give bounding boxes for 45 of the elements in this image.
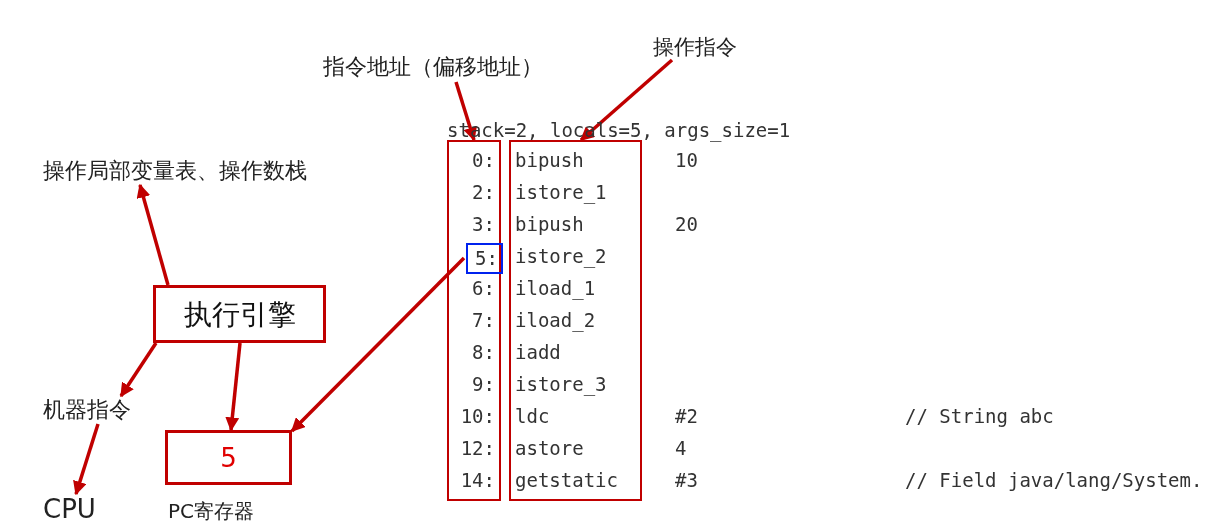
process-box: 执行引擎 — [153, 285, 326, 343]
caption-text: PC寄存器 — [168, 498, 255, 524]
opcode-text: getstatic — [515, 467, 618, 492]
register-box: 5 — [165, 430, 292, 485]
opcode-text: istore_1 — [515, 179, 607, 204]
offset-number: 0: — [472, 147, 495, 172]
opcode-text: iadd — [515, 339, 561, 364]
offset-number: 12: — [460, 435, 495, 460]
note-text: 操作局部变量表、操作数栈 — [43, 157, 335, 185]
column-frame — [447, 140, 501, 501]
offset-number: 10: — [460, 403, 495, 428]
code-text: 20 — [675, 212, 698, 236]
opcode-text: istore_3 — [515, 371, 607, 396]
opcode-text: bipush — [515, 211, 584, 236]
offset-number: 9: — [472, 371, 495, 396]
column-frame — [509, 140, 642, 501]
opcode-text: iload_2 — [515, 307, 596, 332]
code-text: // String abc — [905, 404, 1054, 428]
arrow — [73, 423, 100, 496]
note-text: 指令地址（偏移地址） — [323, 52, 563, 82]
code-text: 10 — [675, 148, 698, 172]
note-text: 操作指令 — [653, 34, 750, 60]
note-text: 机器指令 — [43, 396, 153, 424]
arrow — [290, 256, 466, 433]
arrow — [579, 58, 674, 142]
code-text: // Field java/lang/System. — [905, 468, 1203, 492]
highlight-box: 5: — [466, 243, 503, 274]
opcode-text: astore — [515, 435, 584, 460]
offset-number: 3: — [472, 211, 495, 236]
offset-number: 7: — [472, 307, 495, 332]
code-text: 4 — [675, 436, 687, 460]
opcode-text: istore_2 — [515, 243, 607, 268]
opcode-text: bipush — [515, 147, 584, 172]
opcode-text: iload_1 — [515, 275, 596, 300]
offset-number: 2: — [472, 179, 495, 204]
code-text: #3 — [675, 468, 698, 492]
arrow — [225, 342, 242, 432]
offset-number: 6: — [472, 275, 495, 300]
code-text: #2 — [675, 404, 698, 428]
opcode-text: ldc — [515, 403, 550, 428]
arrow — [136, 183, 170, 286]
note-text: CPU — [43, 494, 109, 524]
offset-number: 8: — [472, 339, 495, 364]
arrow — [119, 342, 158, 398]
offset-number: 14: — [460, 467, 495, 492]
